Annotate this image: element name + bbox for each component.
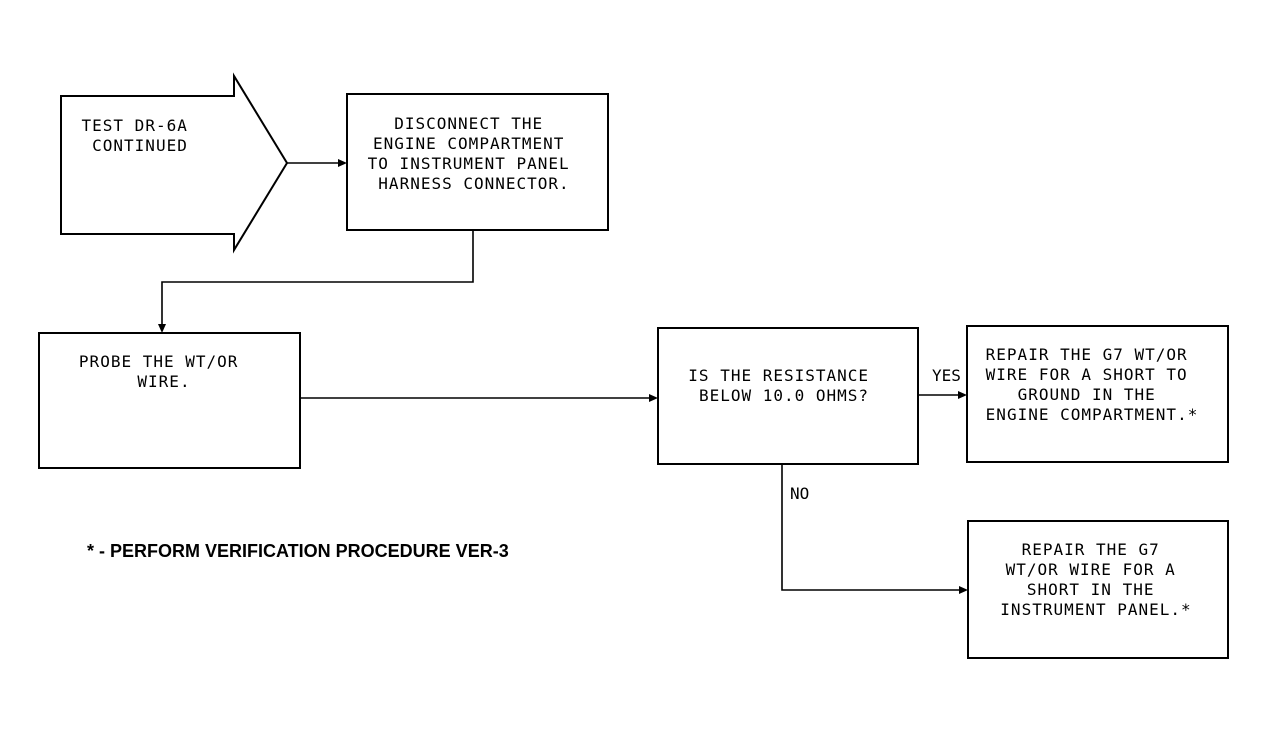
arrowhead-question — [649, 394, 658, 402]
disconnect-line-4: HARNESS CONNECTOR. — [378, 174, 569, 193]
arrowhead-repair-engine — [958, 391, 967, 399]
question-box-shape — [657, 327, 919, 465]
question-box-text: IS THE RESISTANCE BELOW 10.0 OHMS? — [688, 366, 879, 405]
arrowhead-disconnect — [338, 159, 347, 167]
probe-box-shape — [38, 332, 301, 469]
repair-engine-box: REPAIR THE G7 WT/OR WIRE FOR A SHORT TO … — [966, 325, 1229, 463]
arrowhead-probe — [158, 324, 166, 333]
repair-engine-line-4: ENGINE COMPARTMENT.* — [986, 405, 1199, 424]
start-arrow-node: TEST DR-6A CONTINUED — [60, 72, 289, 254]
start-line-1: TEST DR-6A — [82, 116, 188, 135]
repair-panel-box-text: REPAIR THE G7 WT/OR WIRE FOR A SHORT IN … — [1000, 540, 1191, 619]
question-line-2: BELOW 10.0 OHMS? — [699, 386, 869, 405]
connector-disconnect-to-probe — [161, 230, 474, 325]
repair-panel-line-2: WT/OR WIRE FOR A — [1006, 560, 1176, 579]
yes-label: YES — [932, 366, 961, 385]
probe-box-text: PROBE THE WT/OR WIRE. — [79, 352, 249, 391]
repair-engine-line-1: REPAIR THE G7 WT/OR — [986, 345, 1188, 364]
disconnect-line-2: ENGINE COMPARTMENT — [373, 134, 564, 153]
repair-panel-box-shape — [967, 520, 1229, 659]
disconnect-box: DISCONNECT THE ENGINE COMPARTMENT TO INS… — [346, 93, 609, 231]
start-arrow-text: TEST DR-6A CONTINUED — [82, 116, 199, 155]
disconnect-box-shape — [346, 93, 609, 231]
repair-engine-line-3: GROUND IN THE — [1018, 385, 1156, 404]
connectors — [158, 159, 968, 594]
disconnect-box-text: DISCONNECT THE ENGINE COMPARTMENT TO INS… — [368, 114, 581, 193]
connector-no — [781, 464, 960, 591]
disconnect-line-1: DISCONNECT THE — [394, 114, 543, 133]
question-line-1: IS THE RESISTANCE — [688, 366, 869, 385]
repair-panel-line-3: SHORT IN THE — [1027, 580, 1155, 599]
probe-line-2: WIRE. — [137, 372, 190, 391]
repair-panel-box: REPAIR THE G7 WT/OR WIRE FOR A SHORT IN … — [967, 520, 1229, 659]
disconnect-line-3: TO INSTRUMENT PANEL — [368, 154, 570, 173]
repair-engine-box-text: REPAIR THE G7 WT/OR WIRE FOR A SHORT TO … — [986, 345, 1199, 424]
start-line-2: CONTINUED — [92, 136, 188, 155]
arrowhead-repair-panel — [959, 586, 968, 594]
start-arrow-shape — [60, 72, 289, 254]
probe-line-1: PROBE THE WT/OR — [79, 352, 239, 371]
probe-box: PROBE THE WT/OR WIRE. — [38, 332, 301, 469]
repair-panel-line-4: INSTRUMENT PANEL.* — [1000, 600, 1191, 619]
footnote: * - PERFORM VERIFICATION PROCEDURE VER-3 — [87, 541, 509, 561]
repair-engine-line-2: WIRE FOR A SHORT TO — [986, 365, 1188, 384]
no-label: NO — [790, 484, 809, 503]
repair-engine-box-shape — [966, 325, 1229, 463]
question-box: IS THE RESISTANCE BELOW 10.0 OHMS? — [657, 327, 919, 465]
repair-panel-line-1: REPAIR THE G7 — [1022, 540, 1160, 559]
